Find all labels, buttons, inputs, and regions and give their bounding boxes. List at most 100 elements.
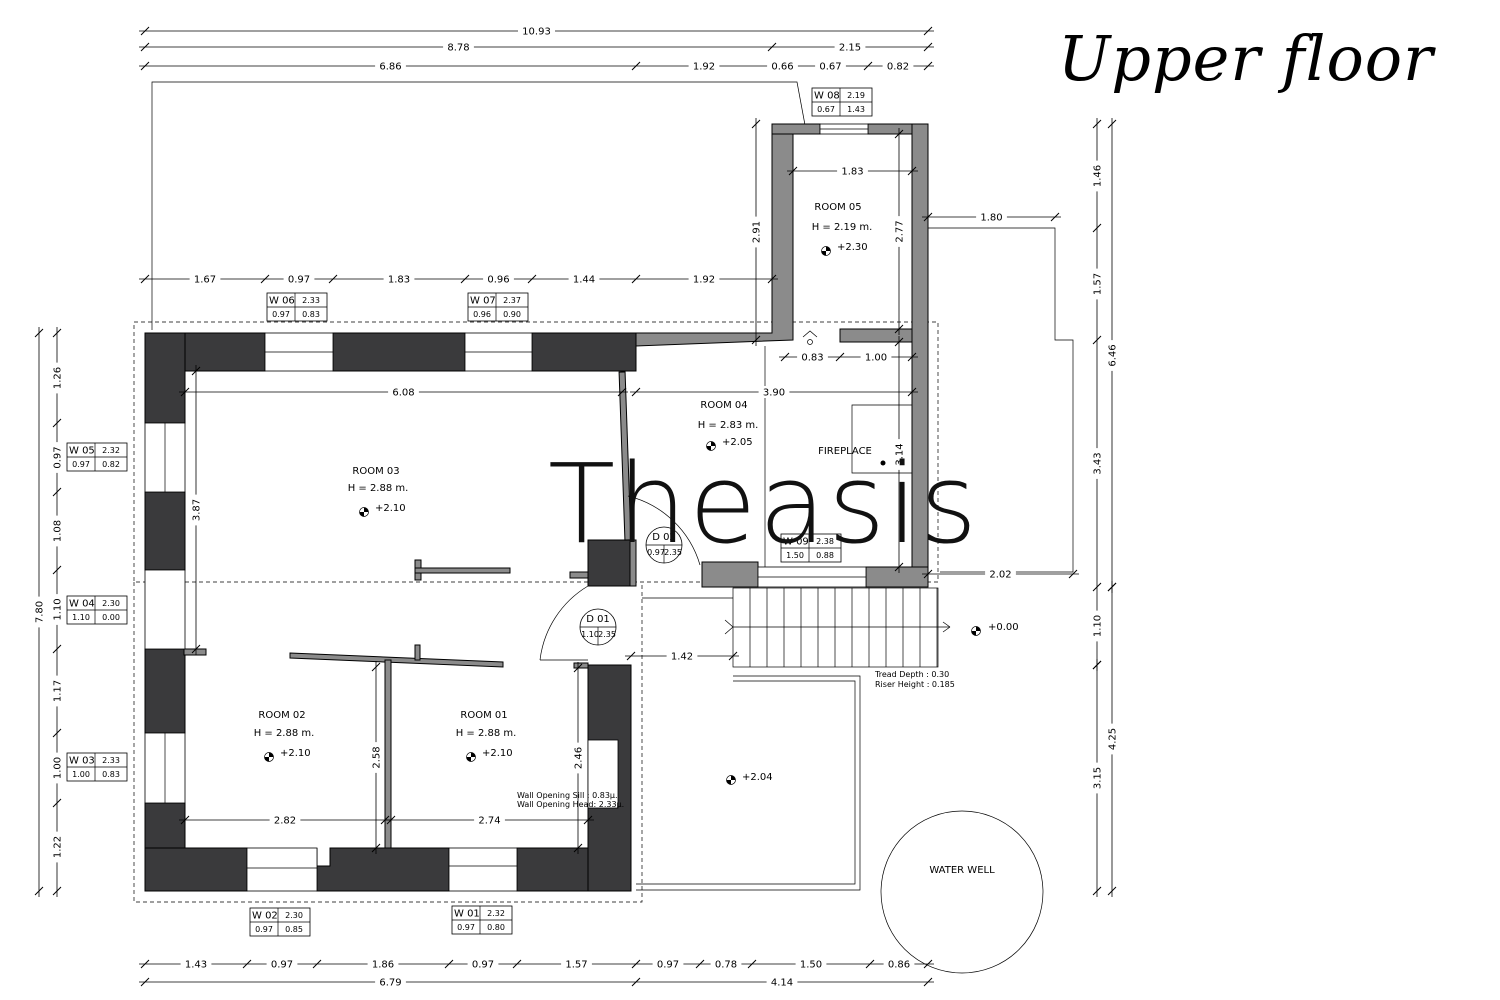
dim-top-row4-label: 1.92 — [693, 275, 715, 286]
wall-opening-head: Wall Opening Head: 2.33μ. — [517, 800, 624, 809]
svg-text:0.83: 0.83 — [302, 310, 320, 319]
dim-left-parts-label: 1.10 — [53, 598, 64, 620]
dim-top-row3-label: 6.86 — [379, 62, 401, 73]
dim-left-parts-label: 1.22 — [53, 836, 64, 858]
dim-top-row4-label: 0.97 — [288, 275, 310, 286]
fireplace-outline — [851, 404, 912, 474]
svg-text:0.80: 0.80 — [487, 923, 505, 932]
svg-text:W 07: W 07 — [470, 296, 496, 307]
svg-text:0.97: 0.97 — [457, 923, 475, 932]
brand-watermark: Theasis — [548, 440, 980, 568]
room-01-level: +2.10 — [482, 748, 513, 759]
dim-room3-width-label: 6.08 — [392, 388, 414, 399]
dim-right-row1-label: 3.43 — [1093, 452, 1104, 474]
dim-bottom-row2-label: 4.14 — [771, 978, 793, 989]
level-markers — [264, 246, 981, 785]
dim-room4-parts-label: 1.00 — [865, 353, 887, 364]
dim-stair-gap: 1.42 — [625, 650, 739, 663]
dim-top-total-label: 10.93 — [522, 27, 551, 38]
svg-text:0.97: 0.97 — [647, 548, 665, 557]
svg-text:0.83: 0.83 — [102, 770, 120, 779]
dim-room4-height: 3.14 — [893, 336, 906, 573]
wall-opening-sill: Wall Opening Sill : 0.83μ. — [517, 791, 618, 800]
dim-bottom-row1-label: 1.86 — [372, 960, 394, 971]
room-labels: ROOM 05 H = 2.19 m. +2.30 ROOM 04 H = 2.… — [254, 202, 1019, 809]
dim-right-row2-label: 4.25 — [1108, 728, 1119, 750]
dim-bottom-row1-label: 0.78 — [715, 960, 737, 971]
room-05-height: H = 2.19 m. — [812, 222, 873, 233]
dim-room3-height: 3.87 — [190, 365, 203, 655]
dim-left-parts-label: 1.17 — [53, 680, 64, 702]
svg-text:W 04: W 04 — [69, 599, 95, 610]
dim-left-parts-label: 1.26 — [53, 367, 64, 389]
dim-room4-right: 2.02 — [922, 568, 1079, 581]
dim-top-row4-label: 0.96 — [487, 275, 509, 286]
room-05-level: +2.30 — [837, 242, 868, 253]
dim-top-row3-label: 0.82 — [887, 62, 909, 73]
dashed-boundary — [133, 321, 939, 583]
room-02-name: ROOM 02 — [258, 710, 305, 721]
room-02-level: +2.10 — [280, 748, 311, 759]
svg-text:2.33: 2.33 — [302, 296, 320, 305]
room-04-height: H = 2.83 m. — [698, 420, 759, 431]
svg-text:W 03: W 03 — [69, 756, 95, 767]
ground-level: +0.00 — [988, 622, 1019, 633]
fireplace-dot — [880, 460, 886, 466]
dim-bottom-row1-label: 0.97 — [657, 960, 679, 971]
dim-right-total: 6.46 — [1106, 118, 1119, 593]
svg-text:0.97: 0.97 — [255, 925, 273, 934]
dim-room5-right-label: 1.80 — [980, 213, 1002, 224]
svg-text:0.67: 0.67 — [817, 105, 835, 114]
dim-room01-width-label: 2.74 — [478, 816, 500, 827]
svg-text:D 02: D 02 — [652, 532, 676, 543]
svg-text:0.00: 0.00 — [102, 613, 120, 622]
dim-room02-height: 2.58 — [370, 661, 383, 854]
dim-room01-height: 2.46 — [572, 662, 585, 854]
dim-top-row3-label: 0.66 — [771, 62, 793, 73]
svg-text:2.35: 2.35 — [664, 548, 682, 557]
dim-top-total: 10.93 — [139, 25, 934, 38]
dim-right-row1-label: 1.57 — [1093, 273, 1104, 295]
dim-left-parts: 1.260.971.081.101.171.001.22 — [51, 327, 64, 897]
svg-text:0.88: 0.88 — [816, 551, 834, 560]
dim-top-row2-label: 2.15 — [839, 43, 861, 54]
svg-text:0.97: 0.97 — [272, 310, 290, 319]
dashed-boundary-lower — [133, 582, 643, 903]
svg-text:1.00: 1.00 — [72, 770, 90, 779]
dim-room5-left-label: 2.91 — [752, 221, 763, 243]
svg-text:2.30: 2.30 — [285, 911, 303, 920]
dim-room5-width: 1.83 — [787, 165, 918, 178]
svg-text:2.37: 2.37 — [503, 296, 521, 305]
dim-bottom-row1-label: 0.97 — [271, 960, 293, 971]
room-05-name: ROOM 05 — [814, 202, 861, 213]
room-03-name: ROOM 03 — [352, 466, 399, 477]
svg-text:1.50: 1.50 — [786, 551, 804, 560]
svg-text:W 08: W 08 — [814, 91, 840, 102]
svg-text:0.82: 0.82 — [102, 460, 120, 469]
dim-room4-parts-label: 0.83 — [801, 353, 823, 364]
dim-room4-height-label: 3.14 — [895, 443, 906, 465]
water-well-label: WATER WELL — [929, 865, 995, 876]
tread-depth: Tread Depth : 0.30 — [874, 670, 949, 679]
roof-outline — [151, 81, 806, 330]
page-title: Upper floor — [1058, 22, 1434, 95]
dim-top-row4-label: 1.67 — [194, 275, 216, 286]
dim-room5-right: 1.80 — [922, 211, 1061, 224]
svg-text:0.85: 0.85 — [285, 925, 303, 934]
riser-height: Riser Height : 0.185 — [875, 680, 955, 689]
dim-top-row4-label: 1.83 — [388, 275, 410, 286]
dim-top-row3-label: 1.92 — [693, 62, 715, 73]
dim-left-parts-label: 1.00 — [53, 757, 64, 779]
